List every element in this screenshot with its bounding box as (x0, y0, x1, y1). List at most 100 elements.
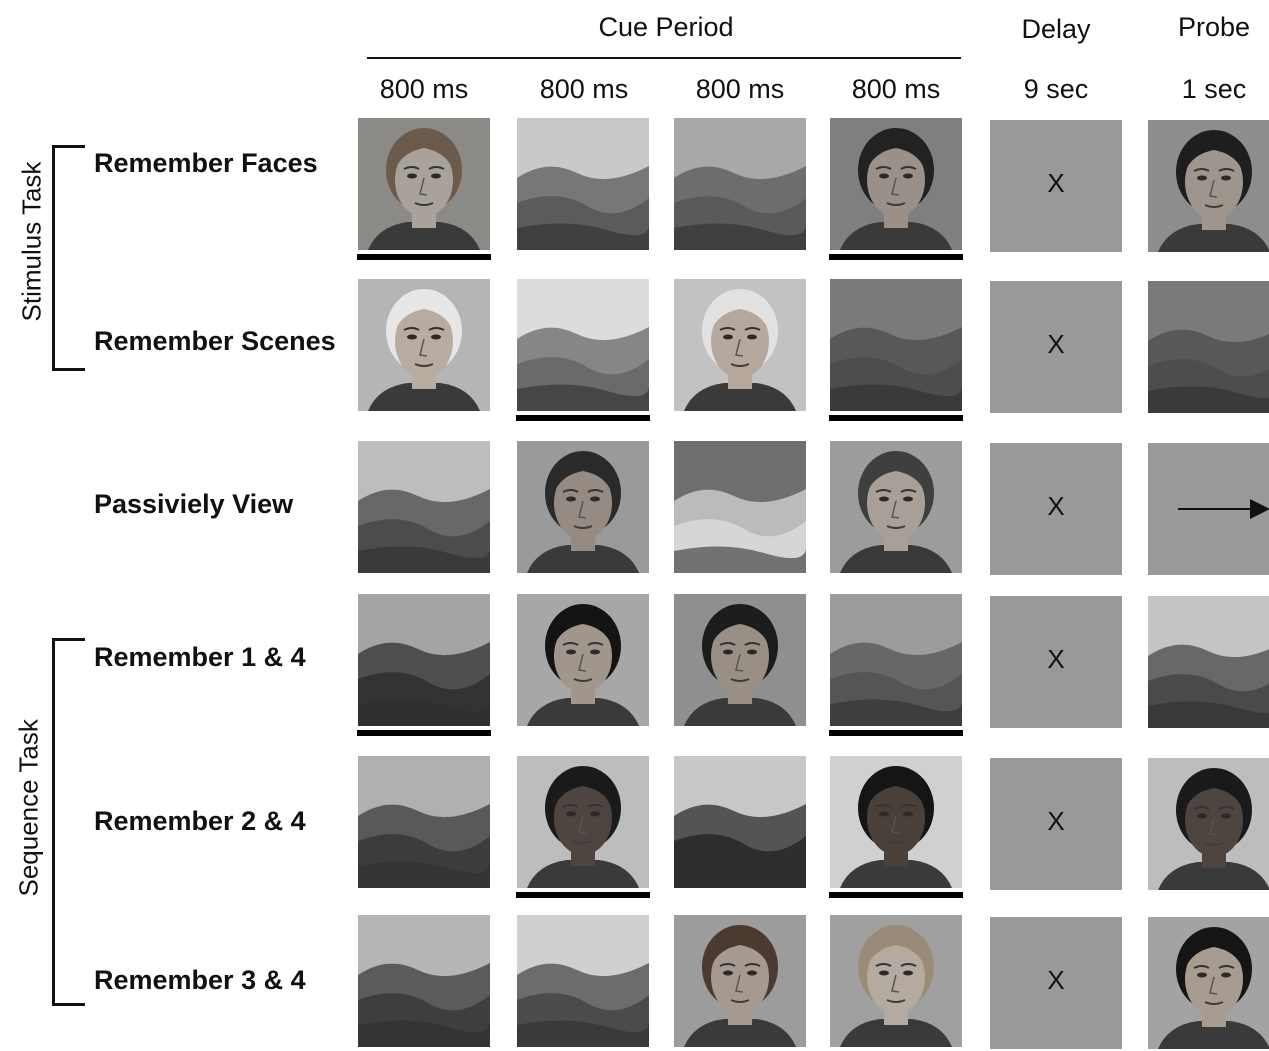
cue-image-r1-c2 (517, 118, 649, 250)
target-underline (357, 730, 491, 736)
delay-screen-r5: X (990, 758, 1122, 890)
target-underline (829, 415, 963, 421)
sequence-task-label: Sequence Task (13, 719, 44, 897)
probe-image-r1 (1148, 120, 1269, 252)
face-image (517, 594, 649, 726)
cue-image-r1-c4 (830, 118, 962, 250)
face-image (830, 915, 962, 1047)
face-image (674, 594, 806, 726)
cue-image-r2-c1 (358, 279, 490, 411)
scene-image (674, 756, 806, 888)
probe-header: Probe (1177, 12, 1251, 42)
timing-label-2: 800 ms (539, 74, 629, 104)
scene-image (674, 118, 806, 250)
cue-image-r3-c1 (358, 441, 490, 573)
fixation-cross: X (1047, 806, 1065, 836)
target-underline (516, 415, 650, 421)
cue-image-r6-c3 (674, 915, 806, 1047)
cue-image-r4-c2 (517, 594, 649, 726)
cue-image-r2-c4 (830, 279, 962, 411)
cue-image-r5-c2 (517, 756, 649, 888)
cue-image-r1-c1 (358, 118, 490, 250)
delay-screen-r6: X (990, 917, 1122, 1049)
delay-screen-r3: X (990, 443, 1122, 575)
row-label-remember-scenes: Remember Scenes (94, 326, 336, 356)
row-label-remember-faces: Remember Faces (94, 148, 318, 178)
cue-period-header: Cue Period (598, 12, 734, 42)
fixation-cross: X (1047, 329, 1065, 359)
probe-image-r4 (1148, 596, 1269, 728)
cue-image-r6-c2 (517, 915, 649, 1047)
cue-image-r2-c2 (517, 279, 649, 411)
probe-image-r6 (1148, 917, 1269, 1049)
scene-image (517, 279, 649, 411)
face-image (1148, 917, 1269, 1049)
row-label-remember-3-4: Remember 3 & 4 (94, 965, 306, 995)
cue-image-r3-c4 (830, 441, 962, 573)
probe-image-r2 (1148, 281, 1269, 413)
face-image (674, 915, 806, 1047)
delay-screen-r2: X (990, 281, 1122, 413)
face-image (830, 118, 962, 250)
scene-image (1148, 596, 1269, 728)
cue-image-r5-c4 (830, 756, 962, 888)
timing-label-3: 800 ms (695, 74, 785, 104)
target-underline (829, 730, 963, 736)
timing-label-delay: 9 sec (1023, 74, 1089, 104)
scene-image (1148, 281, 1269, 413)
cue-image-r5-c3 (674, 756, 806, 888)
row-label-remember-1-4: Remember 1 & 4 (94, 642, 306, 672)
row-label-passively-view: Passiviely View (94, 489, 294, 519)
face-image (358, 118, 490, 250)
cue-image-r3-c3 (674, 441, 806, 573)
target-underline (829, 254, 963, 260)
face-image (1148, 758, 1269, 890)
scene-image (830, 279, 962, 411)
probe-image-r5 (1148, 758, 1269, 890)
scene-image (674, 441, 806, 573)
cue-image-r2-c3 (674, 279, 806, 411)
sequence-task-bracket (52, 638, 85, 1006)
scene-image (358, 915, 490, 1047)
cue-image-r4-c3 (674, 594, 806, 726)
scene-image (517, 118, 649, 250)
target-underline (357, 254, 491, 260)
cue-image-r6-c4 (830, 915, 962, 1047)
face-image (830, 441, 962, 573)
timing-label-probe: 1 sec (1181, 74, 1247, 104)
fixation-cross: X (1047, 965, 1065, 995)
face-image (358, 279, 490, 411)
scene-image (358, 594, 490, 726)
scene-image (830, 594, 962, 726)
delay-header: Delay (1021, 14, 1091, 44)
cue-image-r6-c1 (358, 915, 490, 1047)
timing-label-4: 800 ms (851, 74, 941, 104)
timing-label-1: 800 ms (379, 74, 469, 104)
stimulus-task-label: Stimulus Task (16, 161, 47, 322)
delay-screen-r4: X (990, 596, 1122, 728)
cue-period-rule (367, 57, 961, 59)
cue-image-r5-c1 (358, 756, 490, 888)
face-image (1148, 120, 1269, 252)
target-underline (829, 892, 963, 898)
face-image (517, 756, 649, 888)
stimulus-task-bracket (52, 145, 85, 371)
fixation-cross: X (1047, 644, 1065, 674)
face-image (674, 279, 806, 411)
cue-image-r3-c2 (517, 441, 649, 573)
row-label-remember-2-4: Remember 2 & 4 (94, 806, 306, 836)
scene-image (358, 441, 490, 573)
cue-image-r4-c1 (358, 594, 490, 726)
target-underline (516, 892, 650, 898)
fixation-cross: X (1047, 491, 1065, 521)
face-image (517, 441, 649, 573)
face-image (830, 756, 962, 888)
cue-image-r4-c4 (830, 594, 962, 726)
arrow-icon (1148, 443, 1269, 575)
fixation-cross: X (1047, 168, 1065, 198)
delay-screen-r1: X (990, 120, 1122, 252)
scene-image (517, 915, 649, 1047)
probe-image-r3 (1148, 443, 1269, 575)
scene-image (358, 756, 490, 888)
cue-image-r1-c3 (674, 118, 806, 250)
